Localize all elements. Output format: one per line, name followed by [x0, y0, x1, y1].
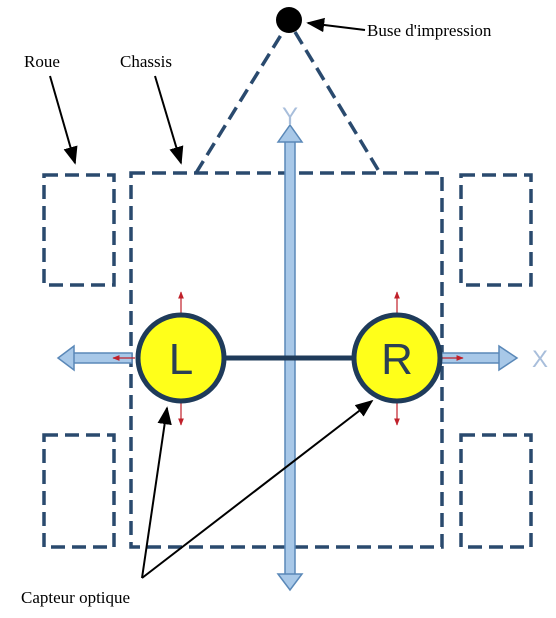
sensor-right-callout-arrow	[141, 399, 374, 579]
sensor-left-circle	[135, 312, 227, 404]
wheel-top-left	[42, 173, 116, 287]
sensor-right-circle	[351, 312, 443, 404]
nozzle-callout-arrow	[306, 17, 366, 33]
right-sensor-small-arrows	[394, 291, 464, 426]
wheel-callout-arrow	[49, 75, 78, 165]
wheel-label: Roue	[24, 52, 60, 71]
sensor-right-label: R	[381, 335, 413, 384]
y-axis-label: Y	[282, 103, 298, 130]
sensor-left-callout-arrow	[141, 406, 172, 579]
wheel-bottom-left	[42, 433, 116, 549]
print-nozzle-dot	[276, 7, 302, 33]
nozzle-label: Buse d'impression	[367, 21, 492, 40]
sensor-left-label: L	[169, 335, 193, 384]
wheel-bottom-right	[459, 433, 533, 549]
sensor-right: R	[351, 312, 443, 404]
sensor-label: Capteur optique	[21, 588, 130, 607]
callout-arrows	[49, 17, 374, 579]
wheels	[42, 173, 533, 549]
chassis-label: Chassis	[120, 52, 172, 71]
chassis-callout-arrow	[154, 75, 184, 165]
x-axis-label: X	[532, 346, 548, 373]
wheel-top-right	[459, 173, 533, 287]
left-sensor-small-arrows	[112, 291, 184, 426]
sensor-left: L	[135, 312, 227, 404]
